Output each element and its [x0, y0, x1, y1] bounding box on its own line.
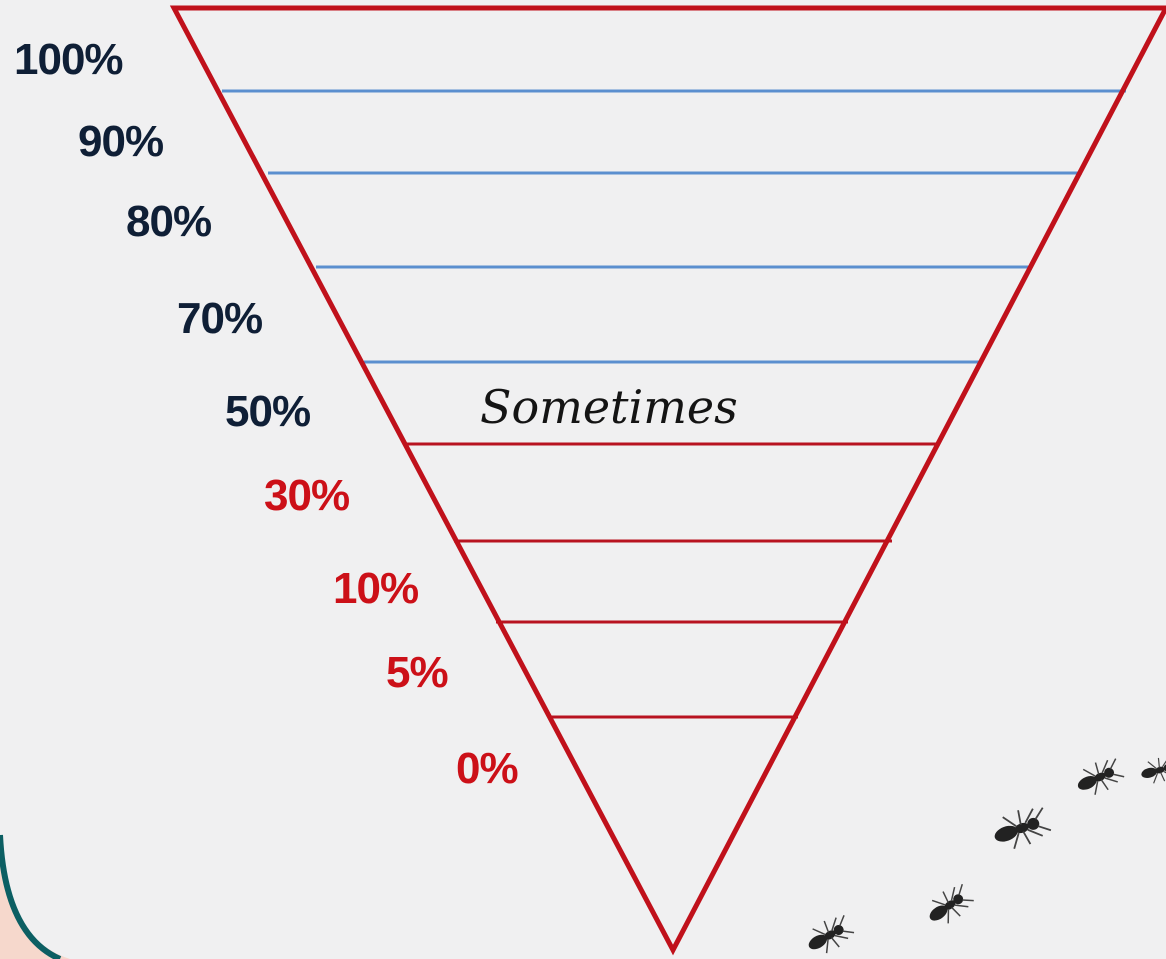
ant-icon — [929, 883, 974, 924]
center-text: Sometimes — [480, 380, 738, 434]
level-label-10: 10% — [333, 564, 418, 613]
level-label-30: 30% — [264, 471, 349, 520]
ant-icon — [808, 915, 855, 954]
ant-icon — [994, 807, 1052, 849]
level-label-90: 90% — [78, 117, 163, 166]
corner-decoration — [0, 850, 70, 959]
level-label-5: 5% — [386, 648, 448, 697]
level-label-100: 100% — [14, 35, 123, 84]
level-label-70: 70% — [177, 294, 262, 343]
ant-icon — [1141, 757, 1166, 784]
corner-arc — [0, 834, 62, 959]
level-label-50: 50% — [225, 387, 310, 436]
ant-icon — [1077, 758, 1125, 795]
inverted-triangle — [169, 5, 1166, 956]
level-label-0: 0% — [456, 744, 518, 793]
level-label-80: 80% — [126, 197, 211, 246]
